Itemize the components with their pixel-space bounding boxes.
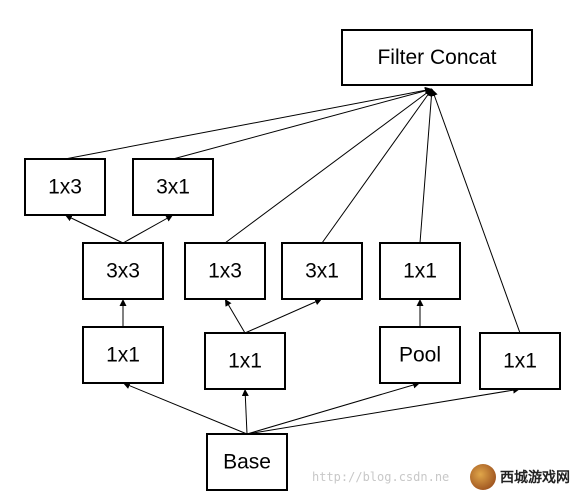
arrow-mid-1x3-to-filter-concat	[224, 88, 433, 244]
left-3x3-node: 3x3	[82, 242, 164, 300]
mid-1x3-node: 1x3	[184, 242, 266, 300]
mid-3x1-node: 3x1	[281, 242, 363, 300]
mid-3x1-label: 3x1	[305, 260, 339, 283]
arrow-right-1x1-to-filter-concat	[431, 88, 521, 334]
left-1x3-label: 1x3	[48, 176, 82, 199]
filter-concat-label: Filter Concat	[377, 46, 496, 69]
left-3x3-label: 3x3	[106, 260, 140, 283]
right-1x1-node: 1x1	[479, 332, 561, 390]
arrow-base-to-pool	[246, 381, 421, 435]
pool-label: Pool	[399, 344, 441, 367]
left-1x3-node: 1x3	[24, 158, 106, 216]
connection-arrows	[64, 86, 521, 435]
base-label: Base	[223, 451, 271, 474]
left-1x1-node: 1x1	[82, 326, 164, 384]
logo-emblem-icon	[470, 464, 496, 490]
arrow-mid-1x1-to-mid-3x1	[244, 298, 323, 334]
mid-1x1-label: 1x1	[228, 350, 262, 373]
arrow-mid-3x1-to-filter-concat	[321, 88, 433, 244]
arrow-base-to-mid-1x1	[241, 388, 249, 435]
pool-node: Pool	[379, 326, 461, 384]
arrow-left-3x3-to-left-3x1	[122, 214, 174, 244]
arrow-left-3x3-to-left-1x3	[64, 214, 124, 244]
arrow-pool-1x1-to-filter-concat	[419, 88, 435, 244]
pool-1x1-label: 1x1	[403, 260, 437, 283]
left-3x1-node: 3x1	[132, 158, 214, 216]
arrow-base-to-left-1x1	[122, 382, 248, 435]
left-3x1-label: 3x1	[156, 176, 190, 199]
arrow-left-1x3-to-filter-concat	[64, 86, 433, 160]
filter-concat-node: Filter Concat	[341, 29, 533, 86]
arrow-left-3x1-to-filter-concat	[172, 87, 433, 160]
right-1x1-label: 1x1	[503, 350, 537, 373]
left-1x1-label: 1x1	[106, 344, 140, 367]
logo-text: 西城游戏网	[500, 470, 570, 486]
site-logo: 西城游戏网	[470, 464, 570, 490]
arrow-mid-1x1-to-mid-1x3	[224, 298, 246, 334]
arrow-base-to-right-1x1	[246, 386, 521, 435]
mid-1x1-node: 1x1	[204, 332, 286, 390]
base-node: Base	[206, 433, 288, 491]
mid-1x3-label: 1x3	[208, 260, 242, 283]
watermark-url: http://blog.csdn.ne	[312, 470, 450, 484]
pool-1x1-node: 1x1	[379, 242, 461, 300]
